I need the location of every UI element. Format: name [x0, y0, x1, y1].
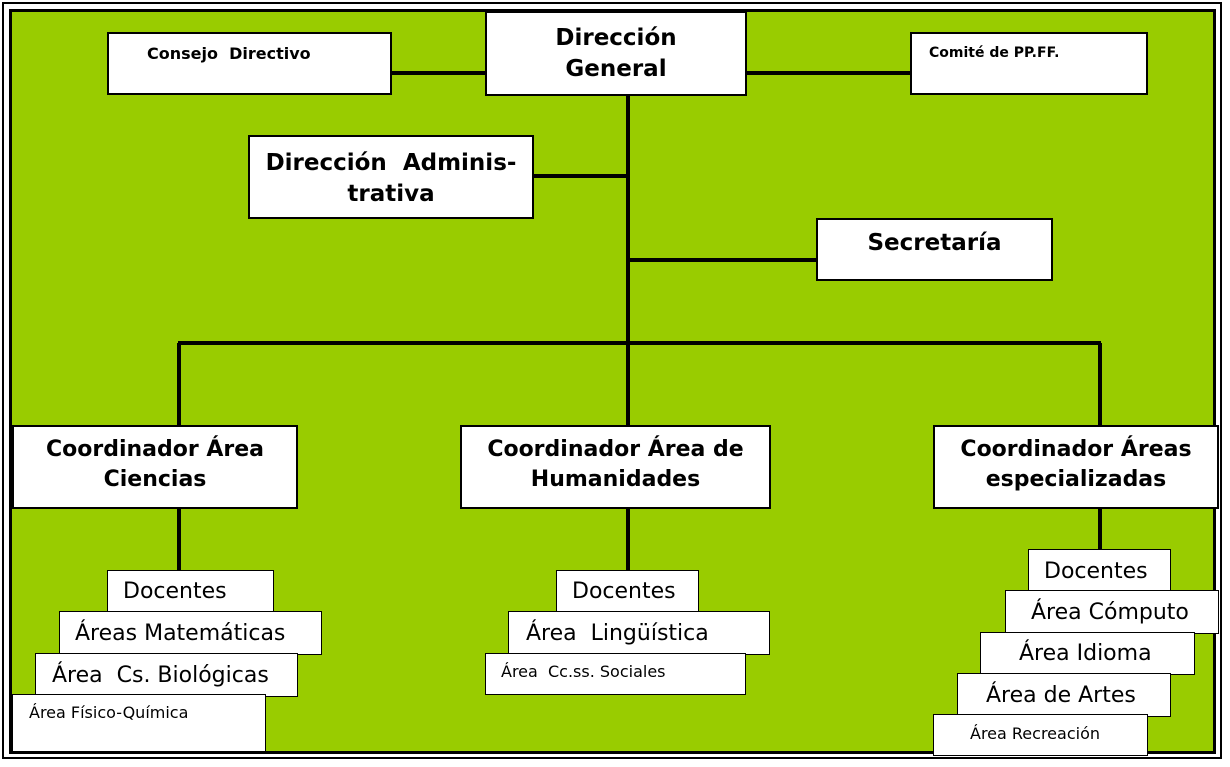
- humanidades-docentes-box: Docentes: [556, 570, 699, 614]
- ciencias-docentes-label: Docentes: [123, 579, 227, 604]
- secretaria-box: Secretaría: [816, 218, 1053, 281]
- ciencias-fisico-quimica-label: Área Físico-Química: [29, 703, 189, 722]
- especializadas-idioma-label: Área Idioma: [1019, 641, 1152, 666]
- secretaria-label: Secretaría: [867, 230, 1002, 256]
- especializadas-computo-box: Área Cómputo: [1005, 590, 1219, 634]
- especializadas-docentes-label: Docentes: [1044, 559, 1148, 584]
- especializadas-docentes-box: Docentes: [1028, 549, 1171, 593]
- especializadas-computo-label: Área Cómputo: [1031, 600, 1189, 625]
- coordinador-especializadas-box: Coordinador Áreas especializadas: [933, 425, 1219, 509]
- ciencias-biologicas-box: Área Cs. Biológicas: [35, 653, 298, 697]
- outer-frame: [2, 2, 1222, 759]
- direccion-general-box: Dirección General: [485, 11, 747, 96]
- ciencias-matematicas-label: Áreas Matemáticas: [75, 621, 286, 646]
- ciencias-docentes-box: Docentes: [107, 570, 274, 614]
- coordinador-especializadas-label: Coordinador Áreas especializadas: [960, 437, 1192, 492]
- consejo-directivo-label: Consejo Directivo: [147, 44, 311, 63]
- especializadas-idioma-box: Área Idioma: [980, 632, 1195, 675]
- coordinador-humanidades-label: Coordinador Área de Humanidades: [487, 437, 744, 492]
- humanidades-linguistica-box: Área Lingüística: [508, 611, 770, 655]
- humanidades-sociales-box: Área Cc.ss. Sociales: [485, 653, 746, 695]
- especializadas-artes-label: Área de Artes: [986, 683, 1136, 708]
- coordinador-ciencias-box: Coordinador Área Ciencias: [12, 425, 298, 509]
- comite-ppff-label: Comité de PP.FF.: [929, 45, 1060, 61]
- especializadas-artes-box: Área de Artes: [957, 673, 1171, 717]
- ciencias-fisico-quimica-box: Área Físico-Química: [12, 694, 266, 752]
- ciencias-matematicas-box: Áreas Matemáticas: [59, 611, 322, 655]
- consejo-directivo-box: Consejo Directivo: [107, 32, 392, 95]
- comite-ppff-box: Comité de PP.FF.: [910, 32, 1148, 95]
- direccion-general-label: Dirección General: [555, 25, 677, 82]
- humanidades-docentes-label: Docentes: [572, 579, 676, 604]
- direccion-administrativa-label: Dirección Adminis- trativa: [265, 150, 517, 207]
- especializadas-recreacion-label: Área Recreación: [970, 724, 1100, 743]
- coordinador-humanidades-box: Coordinador Área de Humanidades: [460, 425, 771, 509]
- humanidades-linguistica-label: Área Lingüística: [526, 621, 709, 646]
- coordinador-ciencias-label: Coordinador Área Ciencias: [45, 437, 265, 492]
- humanidades-sociales-label: Área Cc.ss. Sociales: [501, 662, 666, 681]
- especializadas-recreacion-box: Área Recreación: [933, 714, 1148, 756]
- ciencias-biologicas-label: Área Cs. Biológicas: [52, 663, 269, 688]
- direccion-administrativa-box: Dirección Adminis- trativa: [248, 135, 534, 219]
